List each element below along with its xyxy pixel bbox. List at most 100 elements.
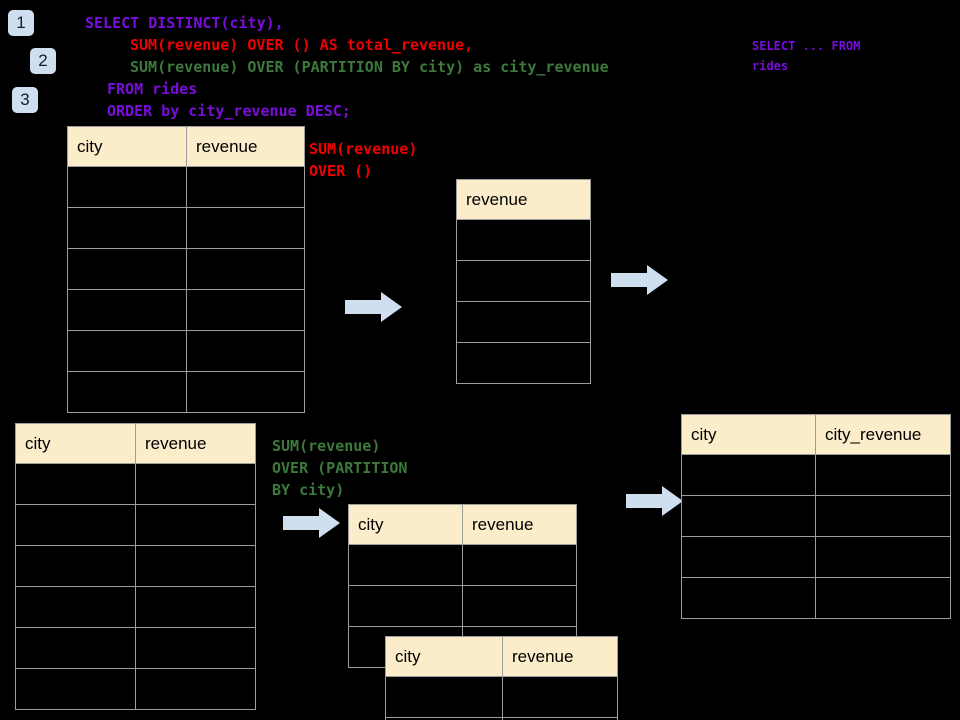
step-badge-2[interactable]: 2 (30, 48, 56, 74)
table-header-row: city city_revenue (681, 414, 951, 455)
column-header-revenue: revenue (462, 504, 577, 545)
table-cell (15, 545, 136, 587)
table-cell (135, 463, 256, 505)
table-body (67, 166, 305, 413)
table-cell (135, 627, 256, 669)
table-row (67, 371, 305, 413)
table-row (456, 260, 591, 302)
arrow-source-to-partition (283, 508, 340, 538)
table-cell (815, 495, 951, 537)
table-cell (135, 504, 256, 546)
table-cell (186, 371, 305, 413)
column-header-city: city (348, 504, 463, 545)
table-cell (348, 585, 463, 627)
table-row (67, 330, 305, 372)
table-header-row: city revenue (67, 126, 305, 167)
table-cell (815, 536, 951, 578)
table-header-row: city revenue (15, 423, 256, 464)
table-cell (456, 342, 591, 384)
column-header-revenue: revenue (502, 636, 618, 677)
table-cell (681, 454, 816, 496)
table-row (681, 577, 951, 619)
table-cell (186, 207, 305, 249)
annotation-partition-note-line3: BY city) (272, 481, 345, 499)
table-cell (67, 248, 187, 290)
table-cell (135, 545, 256, 587)
table-body (385, 676, 618, 720)
sql-line-from: FROM rides (107, 80, 198, 98)
table-header-row: city revenue (348, 504, 577, 545)
table-cell (815, 577, 951, 619)
table-body (681, 454, 951, 619)
column-header-city: city (67, 126, 187, 167)
table-cell (67, 207, 187, 249)
column-header-city: city (385, 636, 503, 677)
table-row (15, 504, 256, 546)
table-row (15, 463, 256, 505)
table-cell (186, 289, 305, 331)
annotation-total-note-line1: SUM(revenue) (309, 140, 418, 158)
table-row (15, 586, 256, 628)
table-row (681, 454, 951, 496)
table-cell (815, 454, 951, 496)
table-cell (348, 544, 463, 586)
table-cell (15, 586, 136, 628)
table-row (67, 248, 305, 290)
table-cell (67, 166, 187, 208)
table-cell (15, 627, 136, 669)
table-row (456, 219, 591, 261)
table-row (385, 676, 618, 718)
table-cell (186, 330, 305, 372)
table-row (456, 301, 591, 343)
table-cell (502, 717, 618, 720)
sql-line-select-distinct: SELECT DISTINCT(city), (85, 14, 284, 32)
column-header-revenue: revenue (186, 126, 305, 167)
sql-line-city-revenue: SUM(revenue) OVER (PARTITION BY city) as… (130, 58, 609, 76)
table-row (67, 166, 305, 208)
table-cell (462, 544, 577, 586)
table-cell (462, 585, 577, 627)
table-cell (681, 495, 816, 537)
table-cell (186, 248, 305, 290)
table-row (348, 585, 577, 627)
column-header-city: city (15, 423, 136, 464)
table-cell (681, 536, 816, 578)
table-cell (456, 219, 591, 261)
table-row (385, 717, 618, 720)
table-body (15, 463, 256, 710)
column-header-revenue: revenue (135, 423, 256, 464)
table-cell (502, 676, 618, 718)
column-header-city-revenue: city_revenue (815, 414, 951, 455)
table-row (348, 544, 577, 586)
sql-line-order-by: ORDER by city_revenue DESC; (107, 102, 351, 120)
arrow-source-to-total (345, 292, 402, 322)
total-revenue-table: revenue (456, 179, 591, 384)
partition-group-table-front: city revenue (385, 636, 618, 720)
arrow-partition-to-result (626, 486, 683, 516)
column-header-revenue: revenue (456, 179, 591, 220)
table-cell (456, 301, 591, 343)
column-header-city: city (681, 414, 816, 455)
step-badge-3[interactable]: 3 (12, 87, 38, 113)
table-cell (186, 166, 305, 208)
rides-source-table-bottom: city revenue (15, 423, 256, 710)
annotation-total-note-line2: OVER () (309, 162, 373, 180)
table-cell (456, 260, 591, 302)
table-row (681, 495, 951, 537)
annotation-partition-note-line2: OVER (PARTITION (272, 459, 408, 477)
table-header-row: city revenue (385, 636, 618, 677)
annotation-source-note-line2: rides (752, 59, 789, 73)
table-cell (15, 504, 136, 546)
table-row (456, 342, 591, 384)
table-row (15, 627, 256, 669)
rides-source-table-top: city revenue (67, 126, 305, 413)
table-body (456, 219, 591, 384)
table-cell (385, 676, 503, 718)
arrow-total-to-result (611, 265, 668, 295)
table-header-row: revenue (456, 179, 591, 220)
step-badge-1[interactable]: 1 (8, 10, 34, 36)
table-cell (135, 586, 256, 628)
table-cell (135, 668, 256, 710)
table-cell (681, 577, 816, 619)
table-row (15, 668, 256, 710)
